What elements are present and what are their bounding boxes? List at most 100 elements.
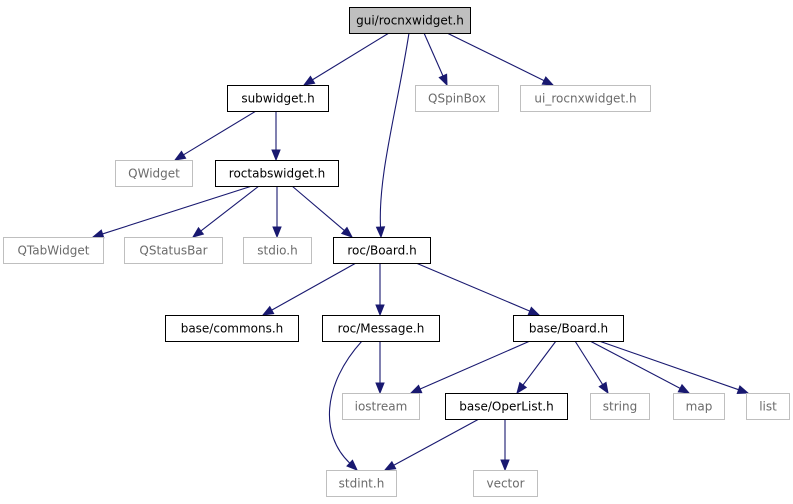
node-box [342,393,420,420]
node-box [415,85,499,112]
nodes-layer: gui/rocnxwidget.h subwidget.h QSpinBox ui_r… [3,7,790,497]
node-roctabs[interactable]: roctabswidget.h [215,160,339,187]
edge-gui-to-qspinbox [423,32,448,87]
edge-operlist-to-stdint [383,418,480,471]
node-label: QStatusBar [139,244,207,258]
edge-line [271,262,357,311]
node-label: roc/Message.h [338,322,425,336]
node-box [124,237,223,264]
edge-roctabs-to-qstatusbar [191,185,260,238]
edge-gui-to-rocboard [375,32,410,239]
edge-message-to-stdint [328,340,363,471]
edge-arrowhead [677,383,691,394]
node-stdio: stdio.h [243,237,312,264]
node-box [243,237,312,264]
node-label: QSpinBox [428,92,486,106]
node-box [3,237,104,264]
node-commons[interactable]: base/commons.h [165,315,299,342]
node-operlist[interactable]: base/OperList.h [445,393,568,420]
node-label: roc/Board.h [347,244,416,258]
node-qspinbox: QSpinBox [415,85,499,112]
edge-subwidget-to-qwidget [173,110,257,161]
edge-baseboard-to-iostream [409,340,531,394]
edge-rocboard-to-baseboard [415,262,541,316]
edge-arrowhead [261,305,275,316]
node-label: stdint.h [339,477,385,491]
node-qstatusbar: QStatusBar [124,237,223,264]
edge-line [200,185,260,232]
node-box [520,85,651,112]
edge-arrowhead [375,304,385,317]
edge-message-to-iostream [375,341,385,395]
edge-line [312,32,390,81]
edge-arrowhead [375,382,385,395]
node-label: subwidget.h [241,92,314,106]
node-box [746,393,790,420]
edge-roctabs-to-stdio [272,186,282,239]
edge-arrowhead [500,459,510,472]
node-qtabwidget: QTabWidget [3,237,104,264]
node-label: QTabWidget [17,244,89,258]
node-label: base/OperList.h [459,400,553,414]
edge-baseboard-to-list [598,340,750,395]
edge-line [423,32,444,77]
node-label: map [686,400,713,414]
edge-line [379,32,410,228]
node-label: list [759,400,777,414]
node-box [513,315,624,342]
edge-line [522,340,557,386]
node-stdint: stdint.h [326,470,397,497]
node-list: list [746,393,790,420]
edge-arrowhead [340,226,354,238]
edge-line [415,262,531,312]
edge-baseboard-to-operlist [516,340,557,395]
node-label: base/commons.h [181,322,284,336]
edge-arrowhead [527,306,541,316]
edge-arrowhead [736,385,750,395]
edge-arrowhead [91,229,105,239]
node-gui[interactable]: gui/rocnxwidget.h [349,7,471,34]
node-message[interactable]: roc/Message.h [322,315,440,342]
node-label: base/Board.h [529,322,608,336]
edge-arrowhead [541,76,555,86]
edge-gui-to-ui_rocnx [446,32,555,86]
node-label: QWidget [128,167,180,181]
node-subwidget[interactable]: subwidget.h [227,85,329,112]
edge-arrowhead [516,381,528,395]
edge-line [102,185,253,235]
node-label: gui/rocnxwidget.h [356,14,464,28]
edge-line [291,185,345,231]
edge-gui-to-subwidget [302,32,390,86]
node-baseboard[interactable]: base/Board.h [513,315,624,342]
edge-arrowhead [302,75,316,86]
node-rocboard[interactable]: roc/Board.h [333,237,431,264]
node-box [445,393,568,420]
edge-arrowhead [271,149,281,162]
node-box [333,237,431,264]
node-box [165,315,299,342]
edge-arrowhead [346,459,358,471]
node-box [322,315,440,342]
node-label: vector [486,477,524,491]
edge-roctabs-to-qtabwidget [91,185,253,239]
edge-subwidget-to-roctabs [271,111,281,162]
edge-operlist-to-vector [500,419,510,472]
edge-arrowhead [598,381,609,395]
edge-line [419,340,531,390]
node-box [590,393,650,420]
node-label: ui_rocnxwidget.h [534,92,636,106]
edge-line [574,340,604,385]
edge-arrowhead [409,384,423,394]
edge-arrowhead [375,226,386,239]
edge-line [589,340,681,389]
edge-line [598,340,739,391]
node-box [673,393,725,420]
edge-rocboard-to-commons [261,262,357,316]
node-box [326,470,397,497]
edge-baseboard-to-string [574,340,609,395]
node-vector: vector [473,470,538,497]
node-label: string [603,400,637,414]
node-box [115,160,193,187]
node-box [473,470,538,497]
